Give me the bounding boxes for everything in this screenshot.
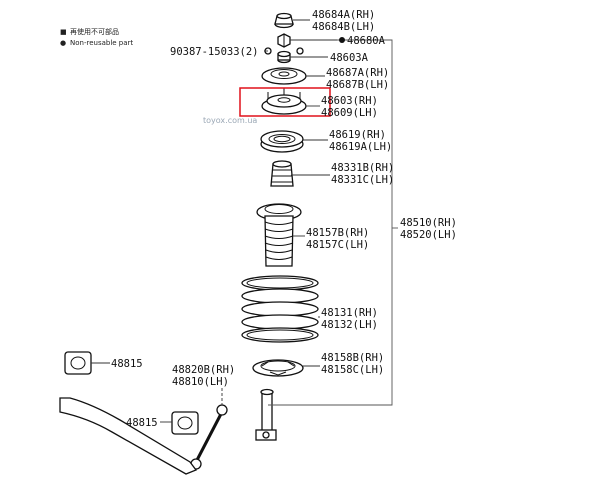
label-48331b: 48331B(RH)	[331, 162, 394, 174]
part-48131-coil-spring[interactable]	[241, 275, 319, 343]
non-reusable-dot	[339, 37, 345, 43]
leader-lines	[91, 19, 337, 423]
label-48619: 48619(RH)	[329, 129, 386, 141]
part-48815-bushing-lower[interactable]	[171, 411, 199, 435]
label-48603a: 48603A	[330, 52, 369, 64]
label-48131: 48131(RH)	[321, 307, 378, 319]
legend: ■ 再使用不可部品 ● Non-reusable part	[60, 27, 133, 47]
label-48157b: 48157B(RH)	[306, 227, 369, 239]
part-48687-plate[interactable]	[261, 67, 307, 85]
label-48132: 48132(LH)	[321, 319, 378, 331]
label-48331c: 48331C(LH)	[331, 174, 394, 186]
part-48680a-nut[interactable]	[277, 33, 291, 48]
label-48810: 48810(LH)	[172, 376, 229, 388]
label-48687a: 48687A(RH)	[326, 67, 389, 79]
part-48815-bushing-upper[interactable]	[64, 351, 92, 375]
label-48158b: 48158B(RH)	[321, 352, 384, 364]
label-48603: 48603(RH)	[321, 95, 378, 107]
label-48820b: 48820B(RH)	[172, 364, 235, 376]
part-48157-boot[interactable]	[256, 203, 302, 267]
part-stabilizer-bar[interactable]	[59, 397, 198, 475]
part-48158-lower-insulator[interactable]	[252, 359, 304, 377]
label-48157c: 48157C(LH)	[306, 239, 369, 251]
label-48609: 48609(LH)	[321, 107, 378, 119]
legend-symbol-square: ■	[60, 28, 67, 36]
part-48684-cap[interactable]	[274, 12, 294, 29]
label-48510: 48510(RH)	[400, 217, 457, 229]
label-48815-upper: 48815	[111, 358, 143, 370]
label-48619a: 48619A(LH)	[329, 141, 392, 153]
part-shock-absorber[interactable]	[255, 388, 277, 441]
label-48815-lower: 48815	[126, 417, 158, 429]
label-90387: 90387-15033(2)	[170, 46, 259, 58]
legend-text-japanese: 再使用不可部品	[70, 27, 119, 36]
part-48619-bearing[interactable]	[260, 130, 304, 153]
legend-text-english: Non-reusable part	[70, 39, 133, 47]
label-48680a: 48680A	[347, 35, 386, 47]
assembly-bracket	[268, 39, 393, 406]
highlight-box	[239, 87, 331, 117]
part-48331-bump-stop[interactable]	[270, 160, 294, 187]
label-48684b: 48684B(LH)	[312, 21, 375, 33]
label-48520: 48520(LH)	[400, 229, 457, 241]
legend-symbol-dot: ●	[60, 39, 66, 47]
label-48687b: 48687B(LH)	[326, 79, 389, 91]
part-48603-strut-mount[interactable]	[261, 88, 307, 115]
watermark: toyox.com.ua	[203, 116, 257, 125]
part-48603a-spacer[interactable]	[277, 50, 291, 64]
label-48158c: 48158C(LH)	[321, 364, 384, 376]
label-48684a: 48684A(RH)	[312, 9, 375, 21]
